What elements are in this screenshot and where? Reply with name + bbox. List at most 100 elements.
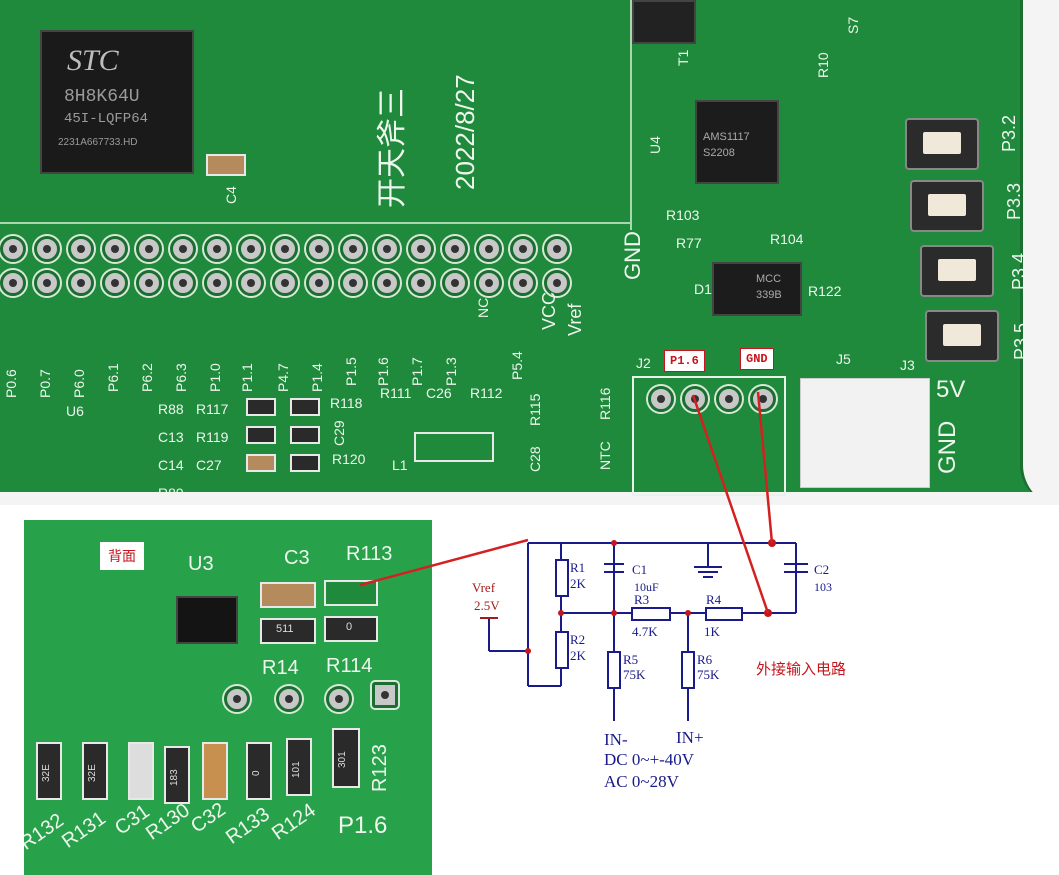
label-u4: U4 [647,136,663,154]
res-r133: 0 [246,742,272,800]
label-r130: R130 [142,799,194,845]
res-code: 32E [87,764,98,782]
pin-label-p47: P4.7 [275,363,291,392]
diode-mark-2: 339B [756,289,782,301]
label-c27: C27 [196,457,222,473]
label-gnd-j3: GND [934,420,961,474]
label-r103: R103 [666,207,700,223]
label-j2: J2 [636,355,651,371]
smd-r [290,398,320,416]
vref-value: 2.5V [474,598,500,613]
resistor-r4-symbol [705,607,743,621]
label-r113: R113 [346,543,393,565]
res-r123: 301 [332,728,360,788]
back-side-label: 背面 [100,542,144,570]
resistor-r5-symbol [607,651,621,689]
label-r124: R124 [268,799,320,845]
smd-c4 [206,154,246,176]
switch-s4 [910,180,984,232]
resistor-r3-symbol [631,607,671,621]
switch-s5 [920,245,994,297]
resistor-r6-symbol [681,651,695,689]
pin-label-p15: P1.5 [343,357,359,386]
board-name: 开天斧三 [375,88,410,208]
pin-label-p06: P0.6 [3,369,19,398]
label-r115: R115 [527,393,543,426]
label-j3: J3 [900,357,915,373]
r5-name: R5 [623,652,639,667]
r6-value: 75K [697,667,720,682]
via-pad [326,686,352,712]
pcb-top-photo: STC 8H8K64U 45I-LQFP64 2231A667733.HD 开天… [0,0,1059,505]
label-d1: D1 [694,281,712,297]
dc-range-label: DC 0~+-40V [604,750,695,769]
res-code: 0 [346,621,353,633]
pin-label-p63: P6.3 [173,363,189,392]
connector-j2 [632,376,786,496]
label-l1: L1 [392,457,408,473]
r2-value: 2K [570,648,586,663]
label-r116: R116 [597,387,613,420]
ic-u3 [176,596,238,644]
connector-j5 [800,378,930,488]
label-r111: R111 [380,385,412,401]
r1-name: R1 [570,560,586,575]
r5-value: 75K [623,667,646,682]
label-u3: U3 [188,553,214,575]
label-c13: C13 [158,429,184,445]
r6-name: R6 [697,652,713,667]
pin-label-p16: P1.6 [375,357,391,386]
pin-label-p61: P6.1 [105,363,121,392]
vref-label: Vref [472,580,496,595]
label-p32: P3.2 [999,114,1019,152]
label-r112: R112 [470,385,503,401]
callout-p16: P1.6 [664,350,705,372]
pin-label-p60: P6.0 [71,369,87,398]
r2-name: R2 [570,632,586,647]
pin-label-p10: P1.0 [207,363,223,392]
pin-label-nc: NC [475,297,491,318]
transistor-t1 [632,0,696,44]
in-minus-label: IN- [604,730,628,749]
res-r131: 32E [82,742,108,800]
mcu-code: 2231A667733.HD [58,137,138,148]
inductor-l1 [414,432,494,462]
callout-gnd: GND [740,348,774,370]
pin-label-p54: P5.4 [509,351,525,380]
label-p34: P3.4 [1009,252,1029,290]
res-r113 [324,580,378,606]
res-code: 511 [276,623,294,635]
res-code: 301 [337,751,348,768]
smd-r [290,426,320,444]
pin-label-vcc: VCC [539,291,559,330]
reg-mark-1: AMS1117 [703,131,750,143]
board-right-edge [1020,0,1059,505]
pin-label-p14: P1.4 [309,363,325,392]
resistor-r1-symbol [555,559,569,597]
res-r132: 32E [36,742,62,800]
label-c14: C14 [158,457,184,473]
cap-c3 [260,582,316,608]
smd-r [246,426,276,444]
board-outline [630,0,632,230]
pin-label-p17: P1.7 [409,357,425,386]
via-pad [276,686,302,712]
r4-name: R4 [706,592,722,607]
pin-label-vref: Vref [565,303,585,336]
via-pad [224,686,250,712]
label-c3: C3 [284,547,310,569]
ac-range-label: AC 0~28V [604,772,679,791]
pin-label-p62: P6.2 [139,363,155,392]
res-code: 101 [291,761,302,778]
switch-s3 [905,118,979,170]
label-c29: C29 [331,420,347,446]
external-input-note: 外接输入电路 [756,660,847,678]
res-code: 0 [251,770,262,776]
label-ntc: NTC [597,441,613,470]
res-code: 32E [41,764,52,782]
cap-c31 [128,742,154,800]
in-plus-label: IN+ [676,728,704,747]
label-u6: U6 [66,403,84,419]
label-r89: R89 [158,485,184,501]
label-r117: R117 [196,401,229,417]
